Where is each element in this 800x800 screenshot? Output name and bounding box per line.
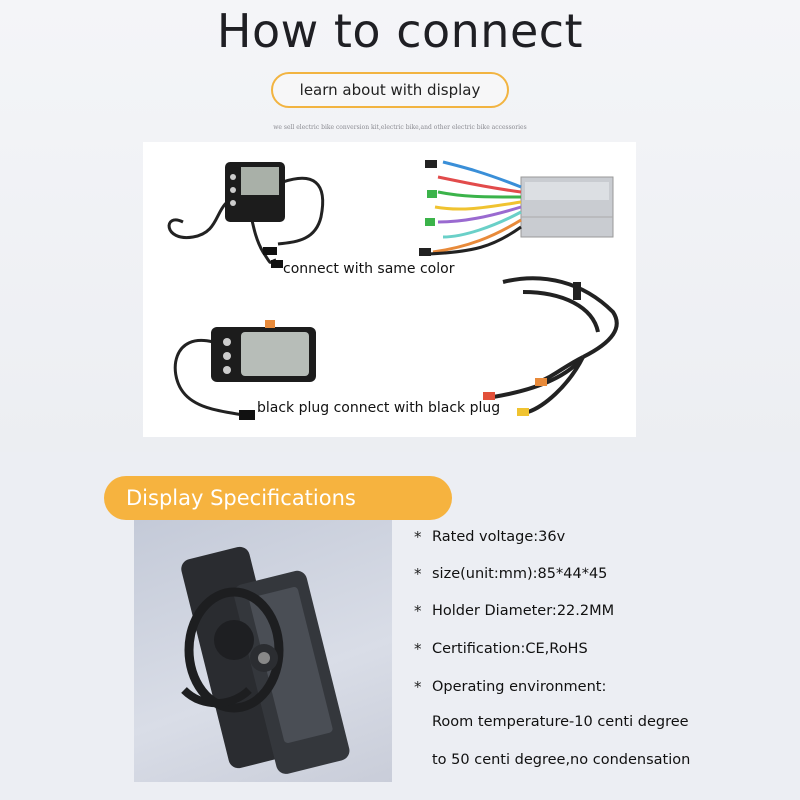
bullet-star-icon: * — [414, 565, 422, 583]
bullet-star-icon: * — [414, 640, 422, 658]
bullet-star-icon: * — [414, 678, 422, 696]
cable-harness-icon — [483, 276, 619, 416]
spec-item: * Operating environment: — [414, 678, 606, 696]
spec-environment-line-1: Room temperature-10 centi degree — [432, 714, 689, 730]
spec-environment-line-2: to 50 centi degree,no condensation — [432, 752, 691, 768]
spec-rated-voltage: Rated voltage:36v — [432, 529, 566, 545]
bullet-star-icon: * — [414, 528, 422, 546]
spec-item: * Certification:CE,RoHS — [414, 640, 588, 658]
spec-certification: Certification:CE,RoHS — [432, 641, 588, 657]
connection-illustration — [167, 160, 619, 420]
bullet-star-icon: * — [414, 602, 422, 620]
large-display-icon — [173, 320, 316, 420]
spec-item: * Rated voltage:36v — [414, 528, 565, 546]
display-mount-image — [181, 546, 350, 774]
spec-operating-environment: Operating environment: — [432, 679, 607, 695]
controller-icon — [419, 160, 614, 256]
spec-holder-diameter: Holder Diameter:22.2MM — [432, 603, 615, 619]
tagline: we sell electric bike conversion kit,ele… — [273, 124, 527, 131]
connection-diagram-panel: connect with same color black plug conne… — [143, 142, 636, 437]
black-plug-label: black plug connect with black plug — [257, 400, 501, 416]
spec-item: * size(unit:mm):85*44*45 — [414, 565, 607, 583]
spec-item: * Holder Diameter:22.2MM — [414, 602, 614, 620]
display-photo — [134, 520, 392, 782]
display-specifications-heading: Display Specifications — [104, 476, 452, 520]
spec-size: size(unit:mm):85*44*45 — [432, 566, 608, 582]
page-title: How to connect — [216, 4, 584, 58]
connect-same-color-label: connect with same color — [283, 261, 455, 277]
small-display-icon — [167, 162, 325, 268]
learn-about-display-button[interactable]: learn about with display — [271, 72, 509, 108]
